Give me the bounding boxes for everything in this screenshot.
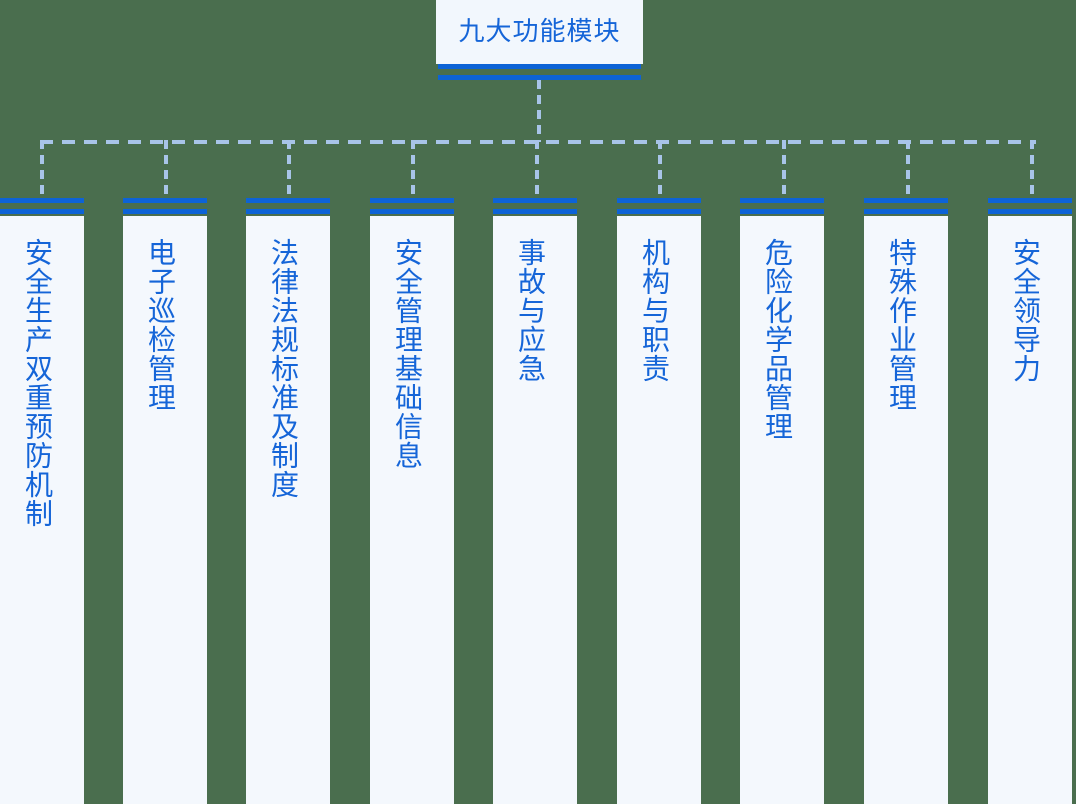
root-node[interactable]: 九大功能模块	[436, 0, 643, 64]
connector-drop-5	[535, 140, 539, 198]
module-card-4[interactable]: 安全管理基础信息	[370, 216, 454, 804]
module-accent-bar-upper-6	[617, 198, 701, 203]
module-accent-bar-lower-1	[0, 209, 84, 214]
connector-drop-6	[658, 140, 662, 198]
module-accent-bar-upper-7	[740, 198, 824, 203]
module-accent-bar-upper-8	[864, 198, 948, 203]
module-card-7[interactable]: 危险化学品管理	[740, 216, 824, 804]
module-card-2[interactable]: 电子巡检管理	[123, 216, 207, 804]
module-accent-bar-upper-9	[988, 198, 1072, 203]
module-card-9[interactable]: 安全领导力	[988, 216, 1072, 804]
module-label-7: 危险化学品管理	[761, 238, 794, 441]
module-card-1[interactable]: 安全生产双重预防机制	[0, 216, 84, 804]
module-accent-bar-lower-8	[864, 209, 948, 214]
module-label-8: 特殊作业管理	[885, 238, 918, 412]
module-accent-bar-lower-7	[740, 209, 824, 214]
connector-drop-1	[40, 140, 44, 198]
module-card-5[interactable]: 事故与应急	[493, 216, 577, 804]
module-accent-bar-lower-2	[123, 209, 207, 214]
connector-root-vertical	[537, 80, 541, 142]
module-label-4: 安全管理基础信息	[391, 238, 424, 470]
module-accent-bar-upper-5	[493, 198, 577, 203]
connector-drop-4	[411, 140, 415, 198]
connector-drop-2	[164, 140, 168, 198]
connector-drop-8	[906, 140, 910, 198]
module-label-3: 法律法规标准及制度	[267, 238, 300, 499]
root-accent-bar-lower	[438, 75, 641, 80]
module-accent-bar-upper-1	[0, 198, 84, 203]
module-accent-bar-lower-6	[617, 209, 701, 214]
module-accent-bar-upper-2	[123, 198, 207, 203]
root-node-label: 九大功能模块	[458, 17, 621, 47]
module-card-6[interactable]: 机构与职责	[617, 216, 701, 804]
module-accent-bar-upper-4	[370, 198, 454, 203]
module-label-5: 事故与应急	[514, 238, 547, 383]
module-accent-bar-lower-4	[370, 209, 454, 214]
connector-drop-3	[287, 140, 291, 198]
module-accent-bar-lower-5	[493, 209, 577, 214]
root-accent-bar-upper	[438, 64, 641, 69]
connector-drop-7	[782, 140, 786, 198]
module-label-1: 安全生产双重预防机制	[21, 238, 54, 528]
module-label-6: 机构与职责	[638, 238, 671, 383]
module-label-2: 电子巡检管理	[144, 238, 177, 412]
module-accent-bar-lower-3	[246, 209, 330, 214]
module-card-8[interactable]: 特殊作业管理	[864, 216, 948, 804]
module-card-3[interactable]: 法律法规标准及制度	[246, 216, 330, 804]
connector-drop-9	[1030, 140, 1034, 198]
module-label-9: 安全领导力	[1009, 238, 1042, 383]
module-accent-bar-lower-9	[988, 209, 1072, 214]
module-accent-bar-upper-3	[246, 198, 330, 203]
